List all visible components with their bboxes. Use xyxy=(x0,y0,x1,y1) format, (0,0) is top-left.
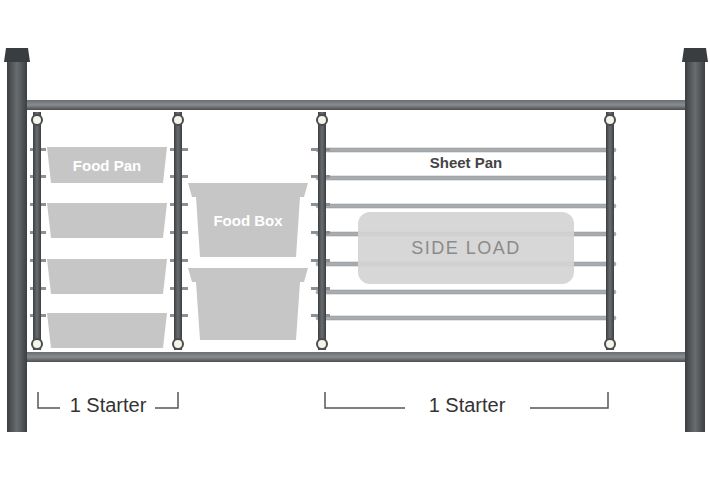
end-cap xyxy=(31,338,43,350)
sheet-pan-rail xyxy=(316,148,616,152)
node-text: Food Pan xyxy=(73,157,141,174)
end-cap-light xyxy=(606,116,614,124)
food-pan xyxy=(47,313,167,348)
food-pan xyxy=(47,259,167,294)
upright xyxy=(33,112,41,350)
sheet-pan-rails xyxy=(316,148,616,320)
sheet-pan-rail xyxy=(316,290,616,294)
sheet-pan-rail xyxy=(316,316,616,320)
node-text: SIDE LOAD xyxy=(411,238,521,259)
food-box xyxy=(188,268,308,340)
side-load-area: SIDE LOAD xyxy=(358,212,574,284)
upright xyxy=(318,112,326,350)
end-cap xyxy=(316,338,328,350)
upright xyxy=(606,112,614,350)
end-cap-light xyxy=(33,340,41,348)
food-pan: Food Pan xyxy=(47,147,167,183)
upright xyxy=(174,112,182,350)
post-cap xyxy=(682,48,708,62)
end-cap-light xyxy=(174,116,182,124)
food-box: Food Box xyxy=(188,183,308,257)
end-cap xyxy=(172,114,184,126)
end-cap-light xyxy=(318,340,326,348)
food-pan xyxy=(47,203,167,238)
node-text: Food Box xyxy=(213,212,282,229)
end-cap-light xyxy=(174,340,182,348)
end-cap-light xyxy=(606,340,614,348)
sheet-pan-rail xyxy=(316,176,616,180)
end-cap-light xyxy=(33,116,41,124)
end-cap-light xyxy=(318,116,326,124)
end-cap xyxy=(172,338,184,350)
end-cap xyxy=(316,114,328,126)
end-cap xyxy=(31,114,43,126)
end-cap xyxy=(604,114,616,126)
sheet-pan-rail xyxy=(316,204,616,208)
part-label: Sheet Pan xyxy=(426,154,507,171)
starter-label: 1 Starter xyxy=(425,394,510,417)
post xyxy=(7,60,27,432)
end-cap xyxy=(604,338,616,350)
rail xyxy=(27,100,685,110)
uprights xyxy=(31,112,616,350)
starter-label: 1 Starter xyxy=(66,394,151,417)
post xyxy=(685,60,705,432)
post-cap xyxy=(4,48,30,62)
rail xyxy=(27,352,685,362)
